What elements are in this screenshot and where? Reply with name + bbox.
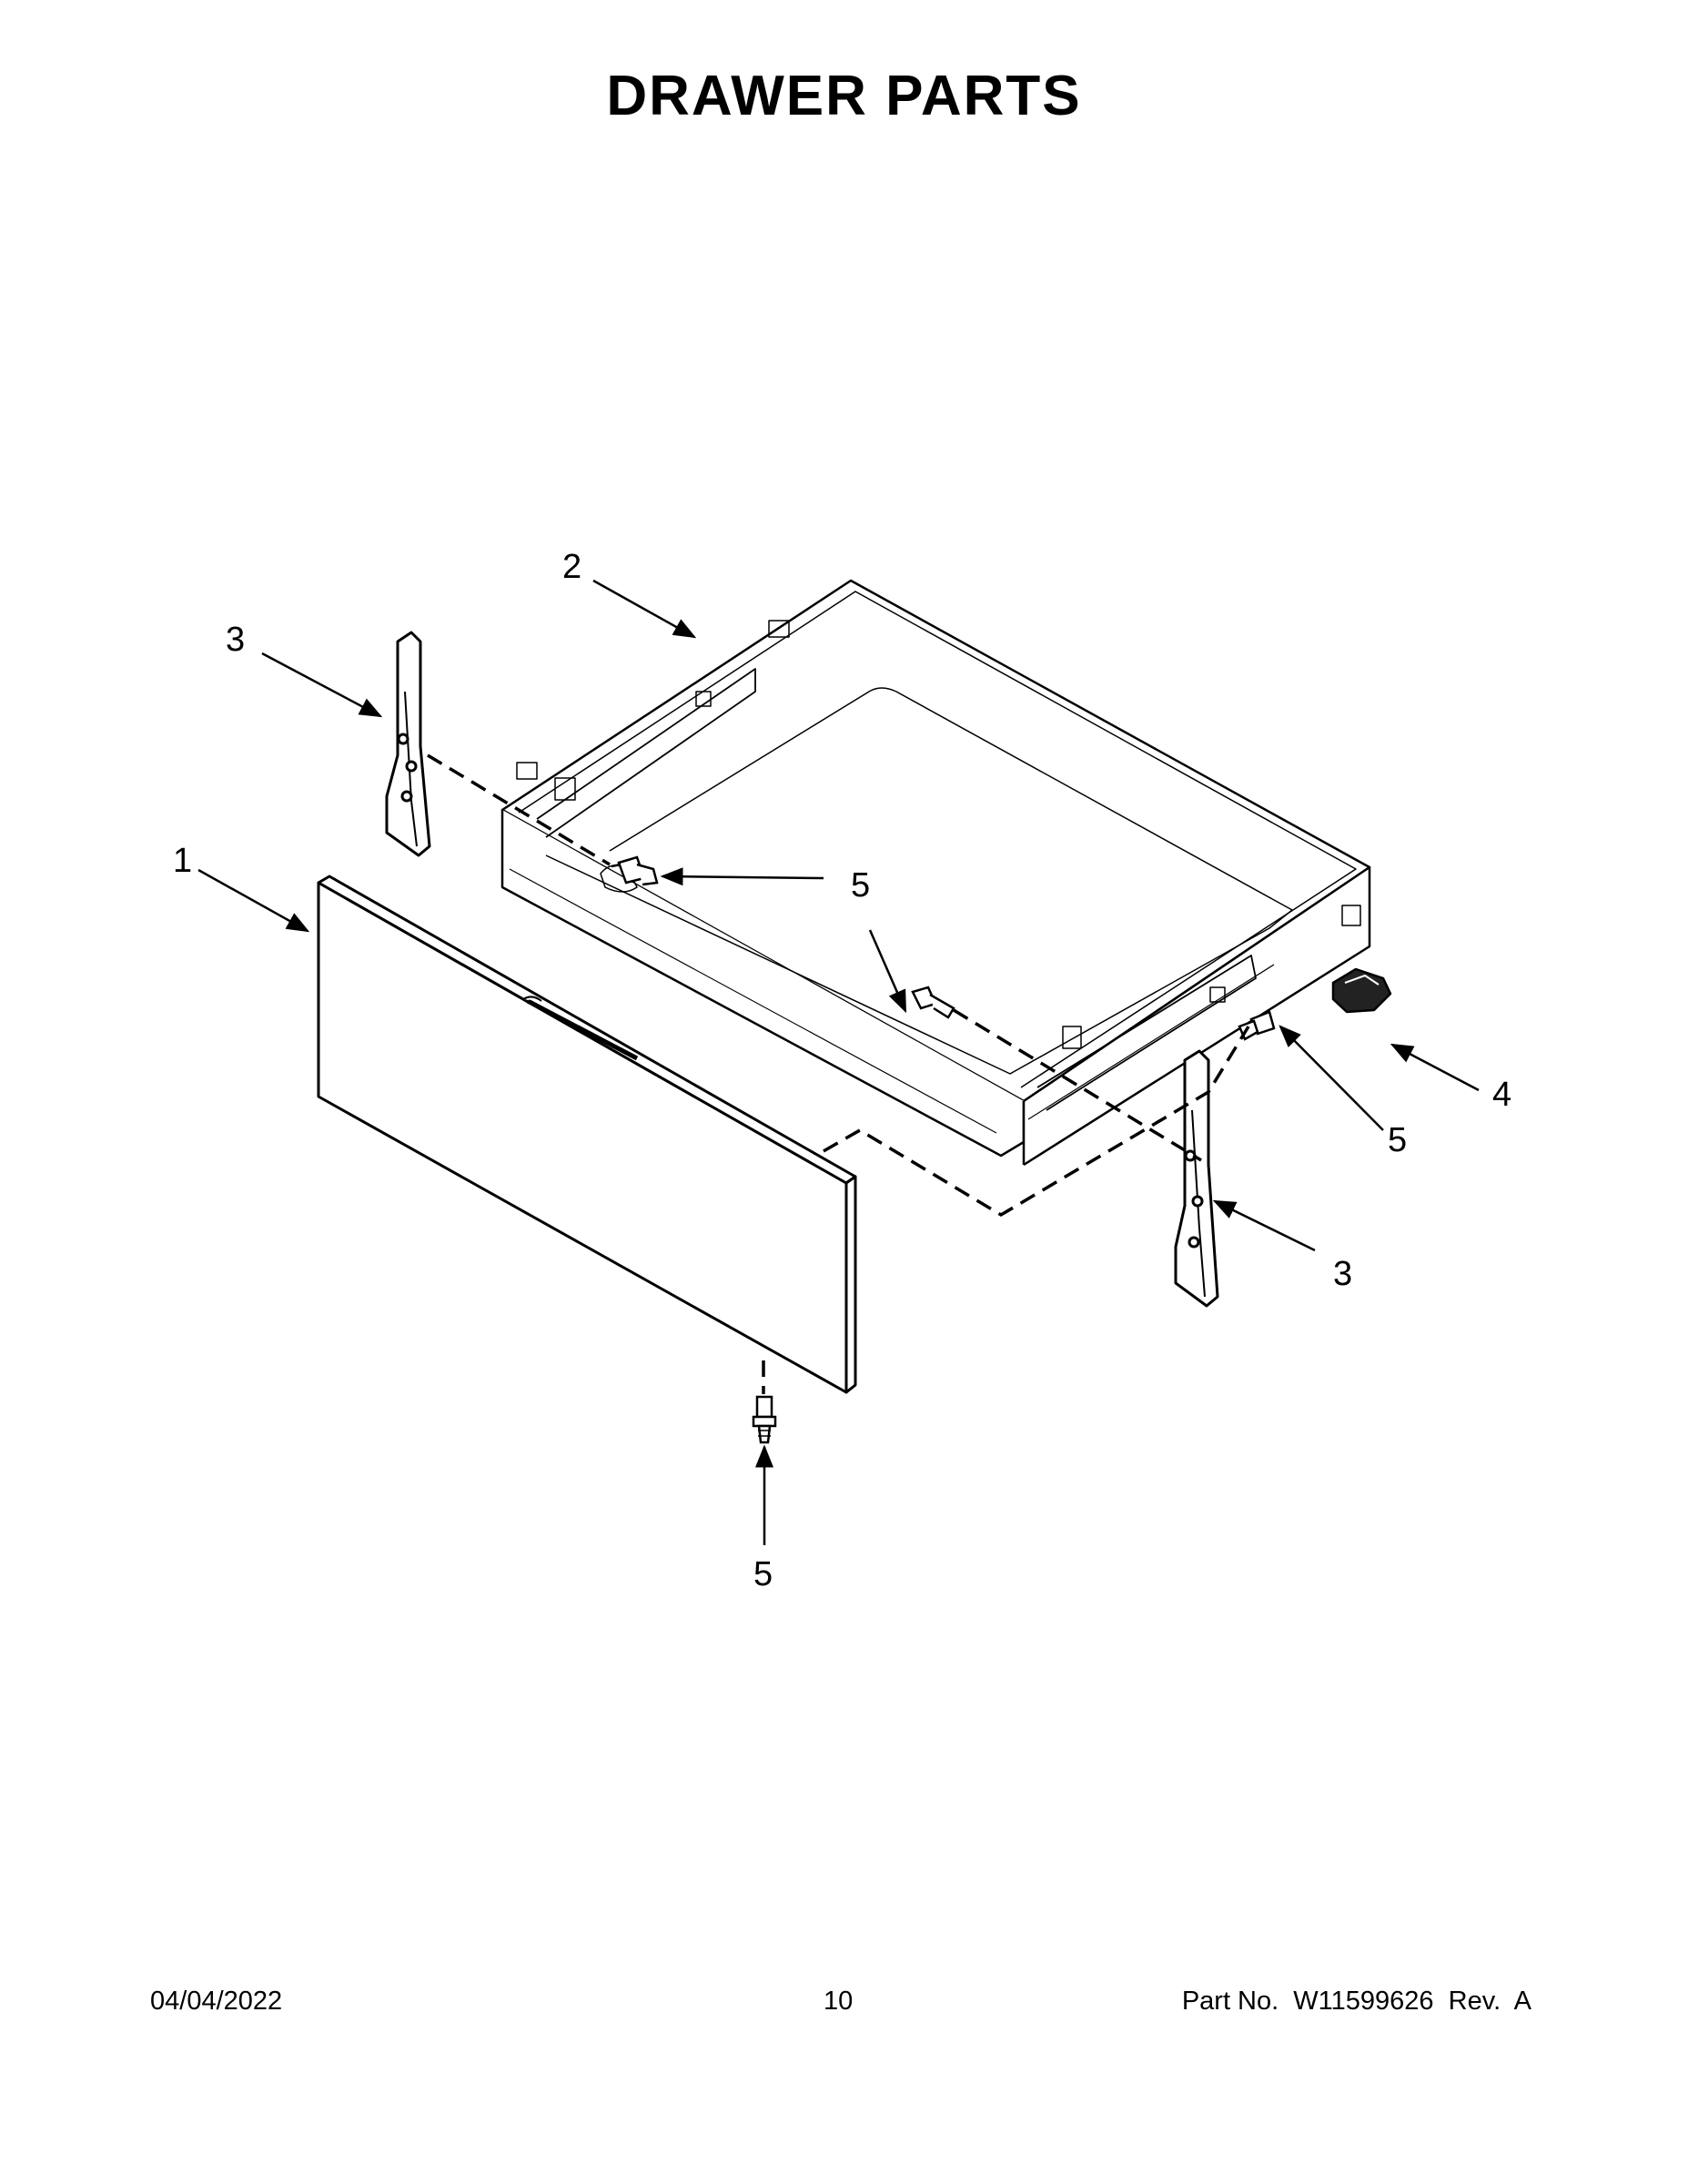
screw-bottom-icon (752, 1395, 777, 1444)
callout-4-drawer-stop: 4 (1492, 1076, 1511, 1114)
callout-5-screw-right: 5 (1388, 1121, 1407, 1159)
callout-3-right-bracket: 3 (1333, 1255, 1352, 1293)
callout-2-drawer-body: 2 (562, 548, 581, 586)
callout-5-screw-left: 5 (851, 866, 870, 905)
right-glide-bracket (1174, 1049, 1219, 1308)
footer-part-number: Part No. W11599626 Rev. A (1181, 1987, 1531, 2016)
drawer-stop-icon (1331, 967, 1392, 1014)
callout-3-left-bracket: 3 (226, 621, 245, 659)
screw-rear-icon (911, 986, 955, 1019)
page-title: DRAWER PARTS (606, 65, 1082, 127)
drawer-front-panel (317, 875, 857, 1394)
callout-1-drawer-panel: 1 (173, 842, 192, 880)
callout-5-screw-bottom: 5 (753, 1555, 773, 1593)
drawer-body (500, 579, 1371, 1167)
callout-leader-arrows (197, 579, 1480, 1545)
assembly-dashed-lines (427, 753, 1250, 1394)
screw-left-bracket-icon (611, 855, 659, 886)
footer-page-number: 10 (824, 1987, 854, 2016)
footer-date: 04/04/2022 (150, 1987, 283, 2016)
left-glide-bracket (385, 631, 431, 857)
